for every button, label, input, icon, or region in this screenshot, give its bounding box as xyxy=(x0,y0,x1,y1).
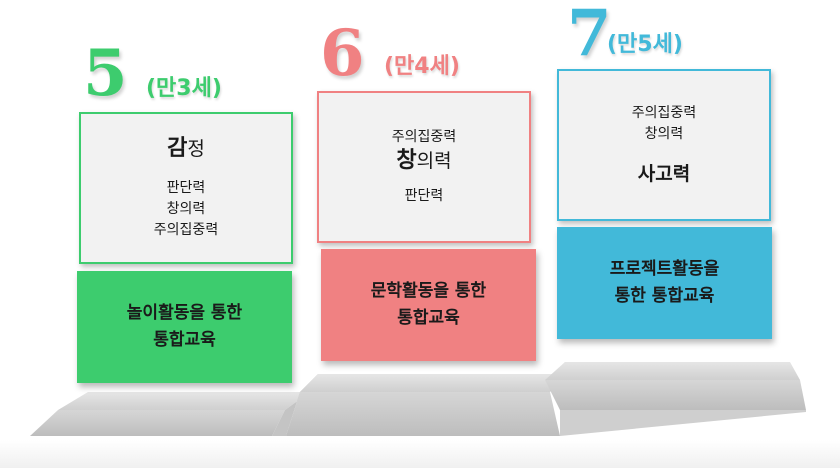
stage-3-number: 7 xyxy=(567,0,612,71)
stage-1-main-skill-lead: 감 xyxy=(167,135,188,161)
step-3 xyxy=(545,362,800,380)
stage-2-program-panel: 문학활동을 통한 통합교육 xyxy=(321,249,536,361)
stage-1-main-skill: 감정 xyxy=(167,136,205,162)
step-1 xyxy=(58,392,310,410)
stage-2-skill-top: 주의집중력 xyxy=(391,129,457,145)
stage-1-skill: 창의력 xyxy=(166,200,206,217)
stage-1-age: (만3세) xyxy=(146,76,222,101)
stage-2-program-line: 문학활동을 통한 xyxy=(370,281,487,301)
stage-2-number: 6 xyxy=(320,16,365,91)
step-2 xyxy=(300,374,560,392)
stage-3-skill: 창의력 xyxy=(644,126,684,142)
stage-3-skill: 주의집중력 xyxy=(631,105,697,121)
stage-3-program-line: 프로젝트활동을 xyxy=(609,259,720,279)
stage-2-skill-bottom: 판단력 xyxy=(404,188,444,204)
stage-3-skills-box: 주의집중력 창의력 사고력 xyxy=(557,69,771,221)
stage-3-program-panel: 프로젝트활동을 통한 통합교육 xyxy=(557,227,772,339)
stage-2-skills-box: 주의집중력 창의력 판단력 xyxy=(317,91,531,243)
stage-1-skill: 판단력 xyxy=(166,179,206,196)
stage-2-main-skill: 창의력 xyxy=(396,148,451,174)
stage-1-skill: 주의집중력 xyxy=(153,221,219,238)
stage-1-program-panel: 놀이활동을 통한 통합교육 xyxy=(77,271,292,383)
stage-1-number: 5 xyxy=(83,36,128,111)
stage-2-main-skill-rest: 의력 xyxy=(416,150,452,172)
stage-3-program-line: 통한 통합교육 xyxy=(614,286,715,306)
stage-3-age: (만5세) xyxy=(607,32,683,57)
stage-2-age: (만4세) xyxy=(384,54,460,79)
stage-1-program-line: 통합교육 xyxy=(153,330,216,350)
stage-3-main-skill: 사고력 xyxy=(637,163,691,185)
stage-2-program-line: 통합교육 xyxy=(397,308,460,328)
stage-2-main-skill-lead: 창 xyxy=(396,148,417,173)
stage-1-program-line: 놀이활동을 통한 xyxy=(126,303,243,323)
stage-1-skills-box: 감정 판단력 창의력 주의집중력 xyxy=(79,112,293,264)
stage-1-main-skill-rest: 정 xyxy=(187,137,205,160)
